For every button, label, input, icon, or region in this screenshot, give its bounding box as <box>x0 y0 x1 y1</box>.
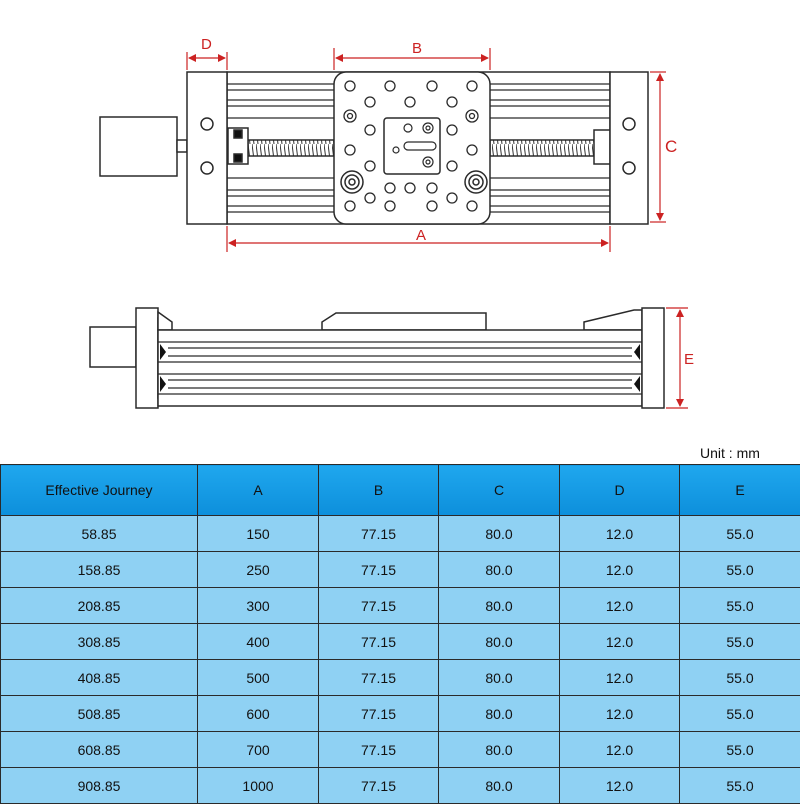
end-plate-hole <box>623 162 635 174</box>
table-cell: 700 <box>198 732 319 768</box>
table-cell: 12.0 <box>560 624 680 660</box>
table-cell: 77.15 <box>319 624 439 660</box>
end-plate-left-top <box>187 72 227 224</box>
table-cell: 80.0 <box>439 624 560 660</box>
table-cell: 150 <box>198 516 319 552</box>
table-cell: 80.0 <box>439 552 560 588</box>
top-view <box>100 72 648 224</box>
column-header: E <box>680 465 800 516</box>
linear-rail-drawing: D B C A E <box>0 0 800 440</box>
table-cell: 508.85 <box>1 696 198 732</box>
table-cell: 55.0 <box>680 624 800 660</box>
table-cell: 500 <box>198 660 319 696</box>
table-cell: 77.15 <box>319 588 439 624</box>
motor-shaft-top <box>177 140 187 152</box>
table-cell: 77.15 <box>319 552 439 588</box>
table-cell: 55.0 <box>680 768 800 804</box>
table-cell: 77.15 <box>319 696 439 732</box>
table-cell: 80.0 <box>439 696 560 732</box>
table-cell: 80.0 <box>439 768 560 804</box>
table-cell: 208.85 <box>1 588 198 624</box>
table-cell: 12.0 <box>560 552 680 588</box>
table-cell: 250 <box>198 552 319 588</box>
end-plate-hole <box>201 118 213 130</box>
table-cell: 77.15 <box>319 732 439 768</box>
table-cell: 600 <box>198 696 319 732</box>
table-cell: 300 <box>198 588 319 624</box>
bearing-nut-upper <box>234 130 242 138</box>
dimension-label-d: D <box>201 36 212 53</box>
table-cell: 55.0 <box>680 696 800 732</box>
table-cell: 12.0 <box>560 768 680 804</box>
table-cell: 408.85 <box>1 660 198 696</box>
stepper-motor-side <box>90 327 136 367</box>
table-cell: 55.0 <box>680 516 800 552</box>
end-plate-hole <box>201 162 213 174</box>
table-cell: 1000 <box>198 768 319 804</box>
table-cell: 608.85 <box>1 732 198 768</box>
table-cell: 77.15 <box>319 516 439 552</box>
bearing-block-right <box>594 130 610 164</box>
table-cell: 158.85 <box>1 552 198 588</box>
lead-screw-left <box>248 140 334 156</box>
unit-label: Unit : mm <box>700 445 760 461</box>
table-cell: 908.85 <box>1 768 198 804</box>
end-plate-left-side <box>136 308 158 408</box>
side-view <box>90 308 664 408</box>
end-plate-right-side <box>642 308 664 408</box>
dimension-label-c: C <box>665 137 677 156</box>
stepper-motor-top <box>100 117 177 176</box>
table-cell: 80.0 <box>439 588 560 624</box>
carriage-profile-side <box>322 313 486 330</box>
table-cell: 80.0 <box>439 516 560 552</box>
table-cell: 55.0 <box>680 588 800 624</box>
column-header: A <box>198 465 319 516</box>
dimension-label-e: E <box>684 351 694 368</box>
column-header: D <box>560 465 680 516</box>
dimension-label-b: B <box>412 40 422 57</box>
end-plate-right-top <box>610 72 648 224</box>
table-cell: 12.0 <box>560 588 680 624</box>
table-cell: 80.0 <box>439 732 560 768</box>
column-header: C <box>439 465 560 516</box>
eccentric-wheel-right <box>465 171 487 193</box>
table-cell: 77.15 <box>319 660 439 696</box>
table-cell: 12.0 <box>560 732 680 768</box>
dimension-label-a: A <box>416 227 426 244</box>
end-plate-hole <box>623 118 635 130</box>
table-cell: 400 <box>198 624 319 660</box>
table-cell: 80.0 <box>439 660 560 696</box>
table-cell: 77.15 <box>319 768 439 804</box>
bearing-nut-lower <box>234 154 242 162</box>
bearing-wedge-left <box>158 312 172 330</box>
table-cell: 12.0 <box>560 696 680 732</box>
table-cell: 308.85 <box>1 624 198 660</box>
table-cell: 55.0 <box>680 732 800 768</box>
table-cell: 12.0 <box>560 660 680 696</box>
table-cell: 55.0 <box>680 660 800 696</box>
column-header: B <box>319 465 439 516</box>
column-header: Effective Journey <box>1 465 198 516</box>
table-cell: 55.0 <box>680 552 800 588</box>
table-cell: 58.85 <box>1 516 198 552</box>
eccentric-wheel-left <box>341 171 363 193</box>
table-cell: 12.0 <box>560 516 680 552</box>
bearing-wedge-right <box>584 310 642 330</box>
lead-screw-right <box>490 140 595 156</box>
